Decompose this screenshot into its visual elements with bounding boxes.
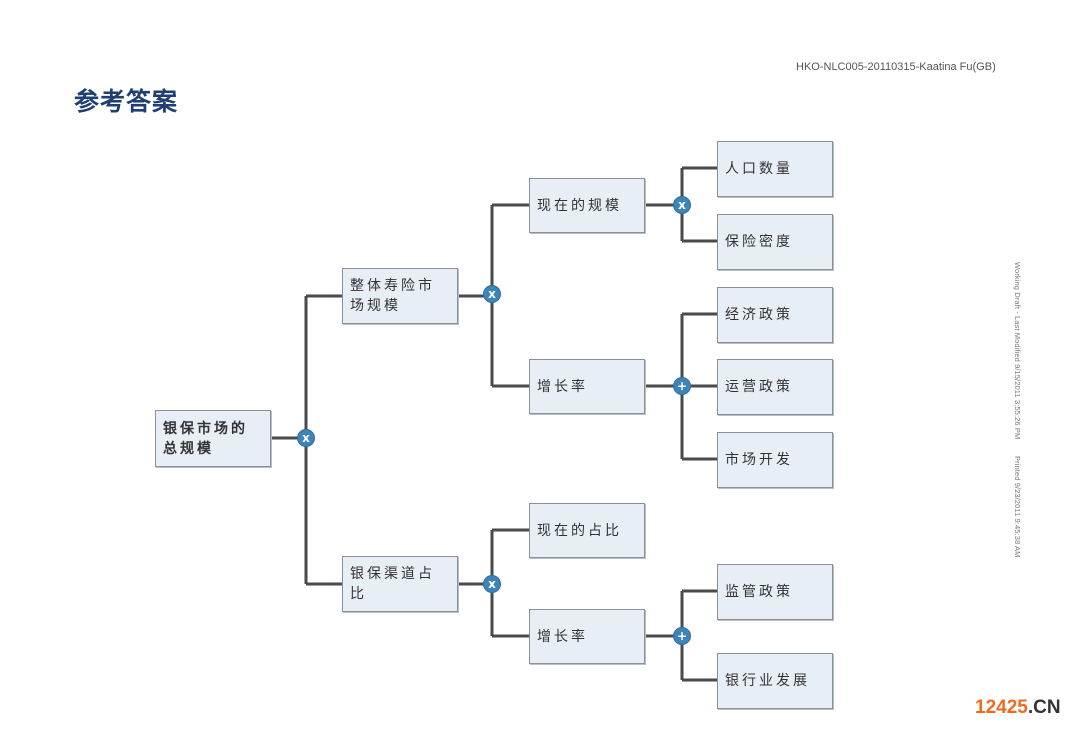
node-banking-development: 银行业发展 bbox=[717, 653, 833, 709]
multiply-operator-icon: x bbox=[483, 285, 501, 303]
draft-note: Working Draft - Last Modified 9/15/2011 … bbox=[1013, 262, 1022, 440]
node-root: 银保市场的总规模 bbox=[155, 410, 271, 467]
node-growth-rate-scale: 增长率 bbox=[529, 359, 645, 414]
node-insurance-density: 保险密度 bbox=[717, 214, 833, 270]
plus-operator-icon: + bbox=[673, 627, 691, 645]
node-population: 人口数量 bbox=[717, 141, 833, 197]
node-growth-rate-share: 增长率 bbox=[529, 609, 645, 664]
node-operating-policy: 运营政策 bbox=[717, 359, 833, 415]
multiply-operator-icon: x bbox=[483, 575, 501, 593]
node-economic-policy: 经济政策 bbox=[717, 287, 833, 343]
printed-note: Printed 9/23/2011 9:45:38 AM bbox=[1013, 455, 1022, 557]
node-total-life-insurance-scale: 整体寿险市场规模 bbox=[342, 268, 458, 324]
watermark: 12425.CN bbox=[975, 697, 1061, 719]
multiply-operator-icon: x bbox=[297, 429, 315, 447]
node-bancassurance-share: 银保渠道占比 bbox=[342, 556, 458, 612]
multiply-operator-icon: x bbox=[673, 196, 691, 214]
node-market-development: 市场开发 bbox=[717, 432, 833, 488]
document-code: HKO-NLC005-20110315-Kaatina Fu(GB) bbox=[796, 61, 996, 73]
side-note: Working Draft - Last Modified 9/15/2011 … bbox=[1013, 262, 1022, 571]
watermark-number: 12425 bbox=[975, 697, 1028, 718]
plus-operator-icon: + bbox=[673, 377, 691, 395]
node-current-share: 现在的占比 bbox=[529, 503, 645, 558]
node-current-scale: 现在的规模 bbox=[529, 178, 645, 233]
node-regulatory-policy: 监管政策 bbox=[717, 564, 833, 620]
watermark-domain: .CN bbox=[1027, 697, 1061, 718]
page-title: 参考答案 bbox=[74, 87, 179, 116]
